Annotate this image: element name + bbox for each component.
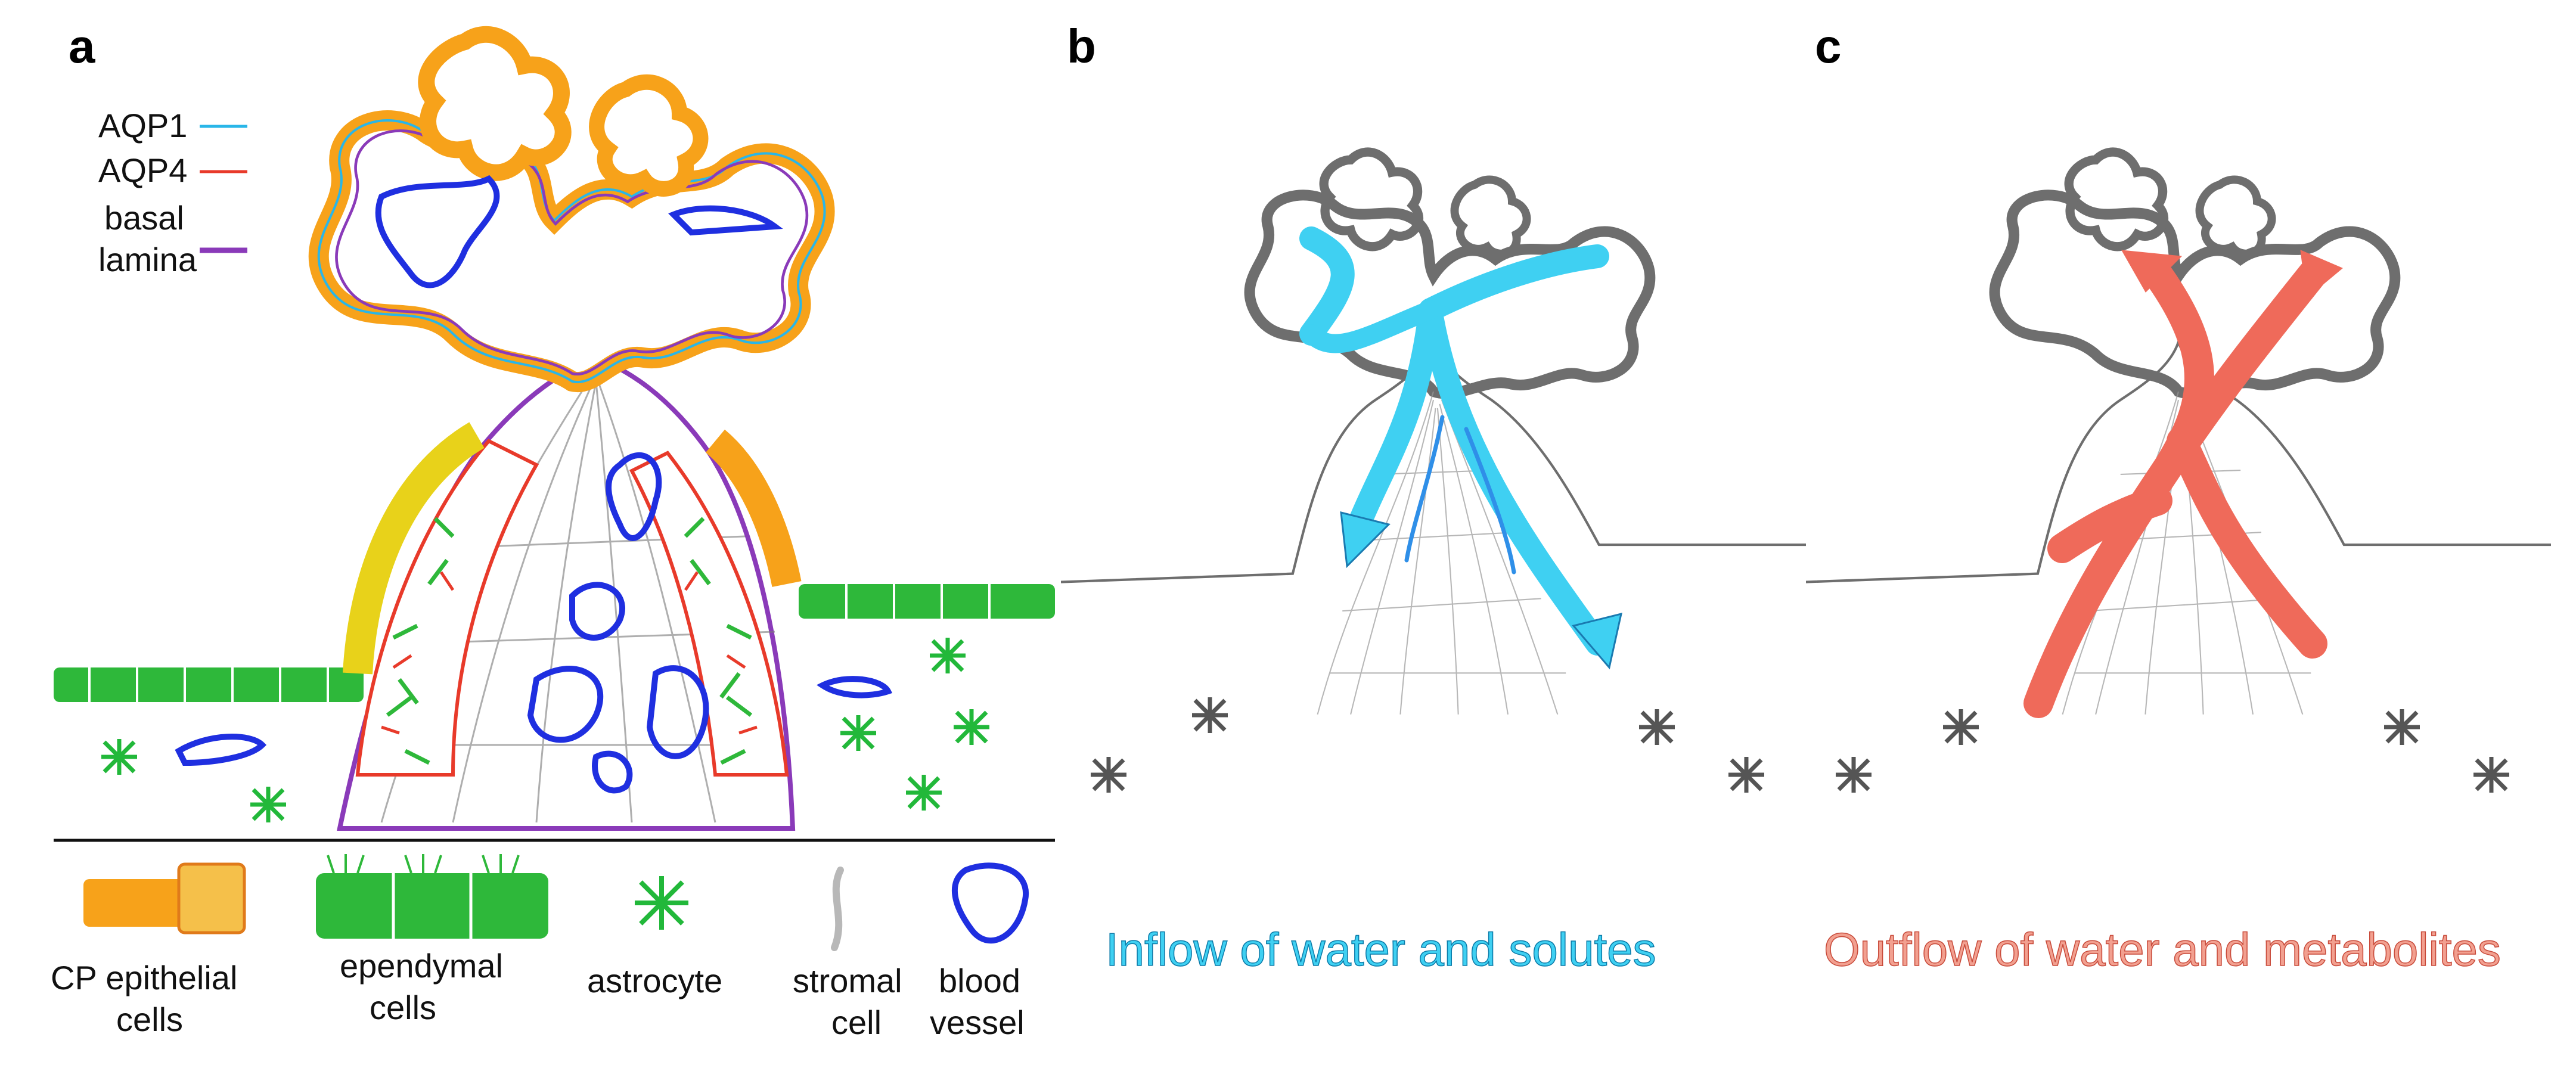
legend-basal-lamina-label-2: lamina [98, 241, 197, 278]
blood-vessels [175, 175, 893, 794]
panel-c: c Outflow of water and metabolites [1806, 20, 2551, 976]
key-stromal-line1: stromal [793, 962, 902, 999]
key-cp-epithelial-line2: cells [116, 1001, 183, 1038]
key-ependymal-line2: cells [370, 989, 436, 1026]
gray-astrocytes-b [1091, 697, 1764, 793]
cp-gray-tissue-b [1061, 152, 1806, 715]
panel-letter-b: b [1067, 20, 1096, 73]
key-ependymal-line1: ependymal [340, 947, 503, 985]
cell-key: CP epithelial cells ependymal cells astr… [51, 854, 1029, 1041]
cp-epithelial-cell-icon [83, 862, 246, 934]
panel-letter-a: a [69, 20, 95, 73]
cp-villi [308, 26, 835, 393]
panel-b: b Inflow of water and solutes [1061, 20, 1806, 976]
legend-aqp1-label: AQP1 [98, 107, 187, 144]
caption-inflow: Inflow of water and solutes [1106, 923, 1656, 976]
key-cp-epithelial-line1: CP epithelial [51, 959, 237, 996]
cp-epithelium-right [705, 429, 802, 587]
gray-astrocytes-c [1836, 709, 2509, 793]
legend: AQP1 AQP4 basal lamina [98, 107, 247, 278]
key-blood-vessel-line2: vessel [930, 1004, 1025, 1041]
astrocyte-icon [635, 876, 688, 930]
outflow-arrows [2023, 250, 2343, 718]
legend-basal-lamina-label-1: basal [104, 199, 184, 237]
key-astrocyte-line1: astrocyte [587, 962, 722, 999]
caption-outflow: Outflow of water and metabolites [1824, 923, 2501, 976]
stromal-cell-icon [831, 867, 844, 951]
key-stromal-line2: cell [831, 1004, 882, 1041]
key-blood-vessel-line1: blood [939, 962, 1020, 999]
inflow-arrows [1299, 226, 1622, 670]
panel-a: a [51, 20, 1055, 1041]
legend-aqp4-label: AQP4 [98, 151, 187, 189]
panel-letter-c: c [1815, 20, 1842, 73]
ependymal-cell-icon [316, 854, 548, 939]
ependymal-layer [54, 584, 1055, 702]
astrocytes [101, 638, 989, 822]
astrocyte-region-left [355, 439, 539, 777]
cp-epithelium-left [343, 422, 485, 675]
blood-vessel-icon [951, 862, 1029, 944]
